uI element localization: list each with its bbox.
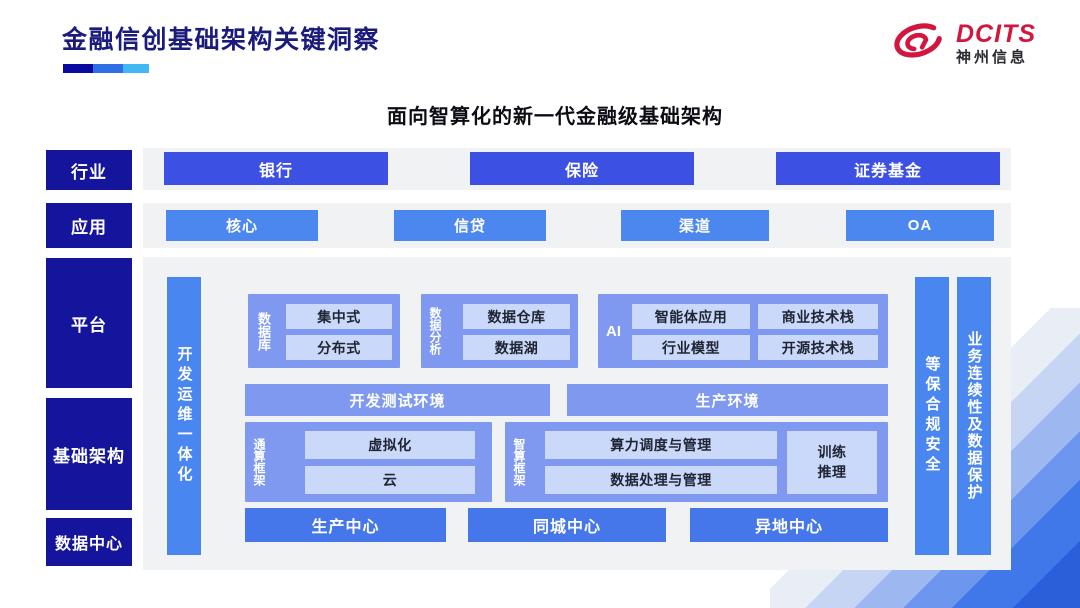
intelligent-chip-training-inference: 训练推理 bbox=[787, 431, 877, 494]
logo-brand-text: DCITS bbox=[956, 20, 1036, 48]
underline-segment-dark bbox=[63, 64, 93, 73]
analytics-chip-lake: 数据湖 bbox=[463, 335, 570, 360]
analytics-group-label: 数据分析 bbox=[428, 307, 442, 355]
intelligent-chip-dataprocessing: 数据处理与管理 bbox=[545, 466, 777, 494]
industry-box-securities: 证券基金 bbox=[776, 152, 1000, 185]
industry-box-bank: 银行 bbox=[164, 152, 388, 185]
center-box-samecity: 同城中心 bbox=[468, 508, 666, 542]
underline-segment-light bbox=[123, 64, 149, 73]
ai-chip-commercial-stack: 商业技术栈 bbox=[758, 304, 878, 329]
diagram-title: 面向智算化的新一代金融级基础架构 bbox=[387, 106, 723, 128]
intelligent-compute-group: 智算框架 算力调度与管理 数据处理与管理 训练推理 bbox=[505, 422, 888, 502]
database-group: 数据库 集中式 分布式 bbox=[248, 294, 400, 368]
swirl-logo-icon bbox=[890, 18, 948, 69]
application-box-oa: OA bbox=[846, 210, 994, 241]
rail-label-application: 应用 bbox=[46, 203, 132, 248]
training-inference-text: 训练推理 bbox=[817, 443, 847, 480]
compute-chip-cloud: 云 bbox=[305, 466, 475, 494]
underline-segment-medium bbox=[93, 64, 123, 73]
database-group-label: 数据库 bbox=[256, 311, 271, 351]
general-compute-label: 通算框架 bbox=[252, 438, 266, 486]
ai-chip-opensource-stack: 开源技术栈 bbox=[758, 335, 878, 360]
application-box-channel: 渠道 bbox=[621, 210, 769, 241]
intelligent-chip-scheduling: 算力调度与管理 bbox=[545, 431, 777, 459]
page-title: 金融信创基础架构关键洞察 bbox=[62, 26, 381, 54]
analytics-group: 数据分析 数据仓库 数据湖 bbox=[421, 294, 578, 368]
logo-company-text: 神州信息 bbox=[956, 49, 1029, 67]
env-box-devtest: 开发测试环境 bbox=[245, 384, 550, 416]
ai-chip-agent-apps: 智能体应用 bbox=[632, 304, 750, 329]
database-chip-distributed: 分布式 bbox=[286, 335, 392, 360]
center-box-remote: 异地中心 bbox=[690, 508, 888, 542]
application-box-credit: 信贷 bbox=[394, 210, 546, 241]
application-box-core: 核心 bbox=[166, 210, 318, 241]
env-box-production: 生产环境 bbox=[567, 384, 888, 416]
analytics-chip-warehouse: 数据仓库 bbox=[463, 304, 570, 329]
company-logo: DCITS 神州信息 bbox=[890, 18, 1036, 69]
center-box-production: 生产中心 bbox=[245, 508, 446, 542]
title-underline bbox=[63, 64, 149, 73]
rail-label-infrastructure: 基础架构 bbox=[46, 398, 132, 510]
intelligent-compute-label: 智算框架 bbox=[512, 438, 526, 486]
general-compute-group: 通算框架 虚拟化 云 bbox=[245, 422, 492, 502]
rail-label-datacenter: 数据中心 bbox=[46, 518, 132, 566]
devops-vertical-bar: 开发运维一体化 bbox=[167, 277, 201, 555]
rail-label-industry: 行业 bbox=[46, 150, 132, 190]
database-chip-centralized: 集中式 bbox=[286, 304, 392, 329]
ai-group: AI 智能体应用 商业技术栈 行业模型 开源技术栈 bbox=[598, 294, 888, 368]
ai-group-label: AI bbox=[606, 322, 621, 340]
security-vertical-bar: 等保合规安全 bbox=[915, 277, 949, 555]
ai-chip-industry-models: 行业模型 bbox=[632, 335, 750, 360]
compute-chip-virtualization: 虚拟化 bbox=[305, 431, 475, 459]
industry-box-insurance: 保险 bbox=[470, 152, 694, 185]
continuity-vertical-bar: 业务连续性及数据保护 bbox=[957, 277, 991, 555]
rail-label-platform: 平台 bbox=[46, 258, 132, 388]
